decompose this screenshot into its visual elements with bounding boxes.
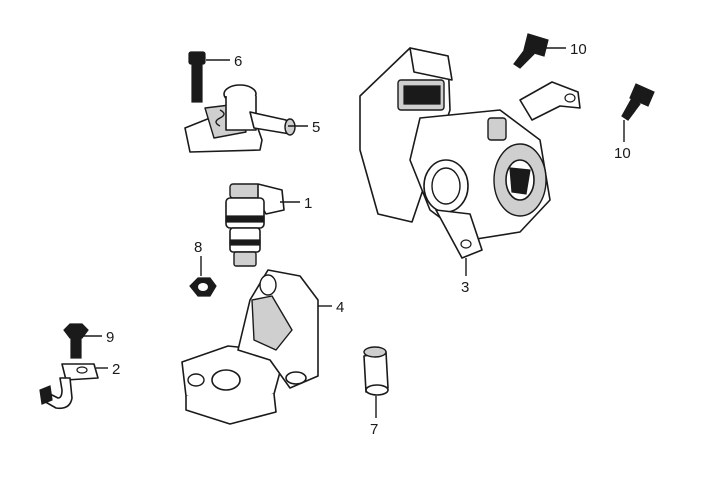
- callout-6: 6: [234, 53, 242, 70]
- part-7-sleeve: [363, 346, 389, 396]
- part-5-fitting: [184, 84, 296, 153]
- part-10-bolt-upper: [513, 33, 549, 69]
- callout-4: 4: [336, 299, 344, 316]
- callout-1: 1: [304, 195, 312, 212]
- part-9-bolt: [63, 323, 89, 359]
- part-8-nut: [189, 277, 217, 297]
- part-3-throttle-body: [359, 47, 581, 259]
- callout-10-upper: 10: [570, 41, 587, 58]
- callout-9: 9: [106, 329, 114, 346]
- part-2-bracket: [39, 363, 99, 410]
- callout-2: 2: [112, 361, 120, 378]
- callout-3: 3: [461, 279, 469, 296]
- callout-7: 7: [370, 421, 378, 438]
- callout-5: 5: [312, 119, 320, 136]
- part-1-injector: [225, 183, 285, 267]
- part-10-bolt-right: [621, 83, 655, 121]
- part-4-intake-manifold: [181, 269, 319, 425]
- part-6-bolt: [188, 51, 206, 103]
- leader-lines: [82, 47, 625, 418]
- callout-10-right: 10: [614, 145, 631, 162]
- callout-8: 8: [194, 239, 202, 256]
